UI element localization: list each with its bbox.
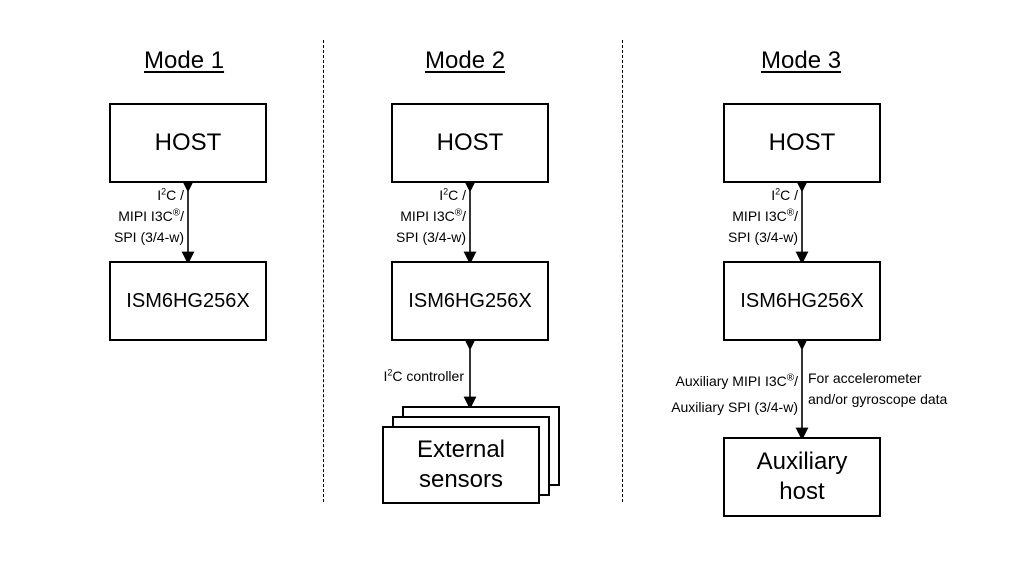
auxiliary-host-box: Auxiliary host xyxy=(723,437,881,517)
mode3-host-box: HOST xyxy=(723,103,881,183)
mode1-chip-box: ISM6HG256X xyxy=(109,261,267,341)
mode-divider-1 xyxy=(323,40,324,502)
mode1-title: Mode 1 xyxy=(144,47,225,74)
mode3-aux-interface-label: Auxiliary MIPI I3C®/ Auxiliary SPI (3/4-… xyxy=(671,372,798,415)
mode3-link-label: I2C / MIPI I3C®/ SPI (3/4-w) xyxy=(727,186,798,245)
mode1-host-box: HOST xyxy=(109,103,267,183)
external-sensors-box: External sensors xyxy=(382,426,540,504)
mode2-chip-box: ISM6HG256X xyxy=(391,261,549,341)
mode3-chip-box: ISM6HG256X xyxy=(723,261,881,341)
mode1-link-label: I2C / MIPI I3C®/ SPI (3/4-w) xyxy=(113,186,184,245)
mode3-title: Mode 3 xyxy=(761,47,842,74)
mode2-title: Mode 2 xyxy=(425,47,506,74)
mode3-aux-data-label: For accelerometer and/or gyroscope data xyxy=(808,370,948,407)
mode2-link-label: I2C / MIPI I3C®/ SPI (3/4-w) xyxy=(395,186,466,245)
mode2-controller-label: I2C controller xyxy=(383,367,465,384)
mode-divider-2 xyxy=(622,40,623,502)
mode2-host-box: HOST xyxy=(391,103,549,183)
